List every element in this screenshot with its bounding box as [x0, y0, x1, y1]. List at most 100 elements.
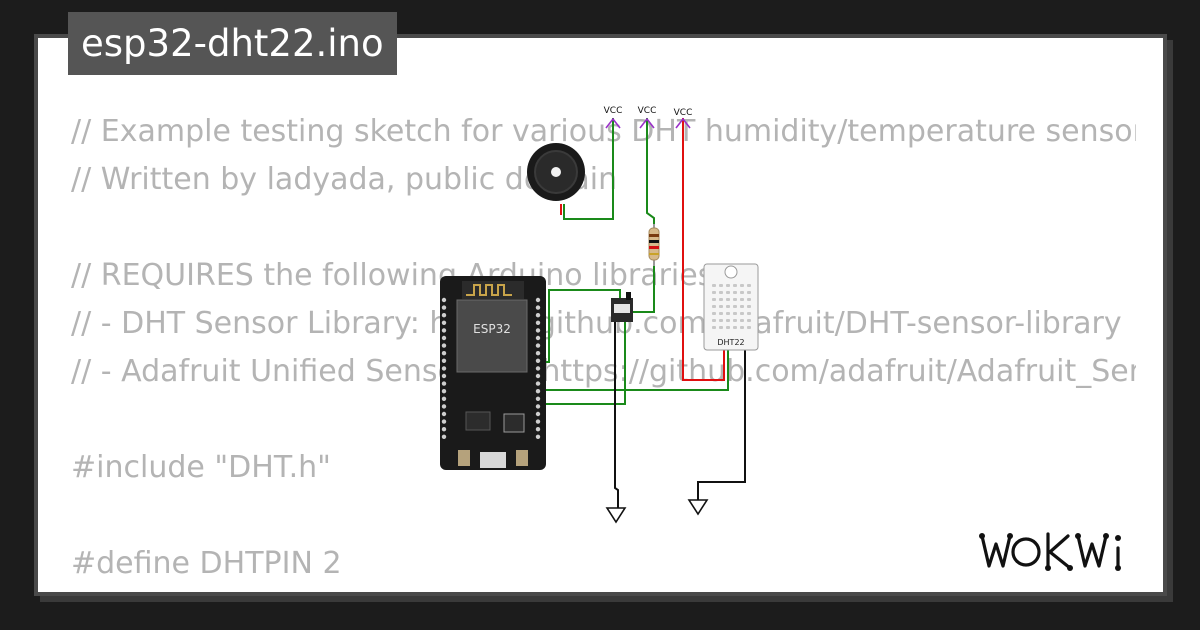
dht22-vent: [733, 284, 737, 287]
dht22-vent: [733, 291, 737, 294]
esp32-pin: [441, 427, 447, 432]
file-name-tab: esp32-dht22.ino: [68, 12, 397, 75]
wire-esp-switch: [541, 289, 621, 363]
dht22-vent: [740, 284, 744, 287]
dht22-vent: [719, 298, 723, 301]
esp32-pin: [535, 419, 541, 424]
dht22-vent: [726, 305, 730, 308]
dht22-vent: [726, 319, 730, 322]
dht22-vent: [726, 284, 730, 287]
dht22-vent: [712, 312, 716, 315]
dht22-vent: [740, 319, 744, 322]
dht22-vent: [719, 319, 723, 322]
dht22-vent: [733, 319, 737, 322]
dht22-vent: [733, 305, 737, 308]
dht22-vent: [747, 291, 751, 294]
dht22-vent: [733, 312, 737, 315]
vcc-arrow-2: [639, 117, 655, 129]
dht22-vent: [740, 305, 744, 308]
esp32-pin: [441, 351, 447, 356]
dht22-vent: [740, 298, 744, 301]
dht22-vent: [719, 312, 723, 315]
wokwi-logo: [978, 528, 1150, 580]
esp32-pin: [535, 411, 541, 417]
esp32-pin: [535, 358, 541, 363]
vcc-label-2: VCC: [638, 106, 657, 116]
dht22-vent: [712, 319, 716, 322]
dht22-vent: [740, 326, 744, 329]
dht22-vent: [726, 312, 730, 315]
esp32-pin: [441, 366, 447, 371]
buzzer: [527, 143, 585, 201]
ground-symbol-1: [605, 507, 627, 524]
vcc-label-3: VCC: [674, 108, 693, 118]
wire-buzzer-vcc: [563, 118, 614, 220]
esp32-pin: [441, 320, 447, 325]
resistor: [648, 224, 660, 266]
wire-switch-gnd: [614, 320, 619, 508]
wire-vcc-resistor: [646, 118, 655, 228]
code-line: // REQUIRES the following Arduino librar…: [71, 258, 724, 293]
dht22-vent: [747, 305, 751, 308]
preview-card: [34, 34, 1167, 596]
esp32-pin: [441, 411, 447, 417]
dht22-sensor: DHT22: [703, 263, 759, 351]
esp32-pin: [441, 389, 447, 394]
wire-esp-dht-data: [541, 350, 729, 391]
dht22-vent: [712, 326, 716, 329]
dht22-vent: [719, 284, 723, 287]
esp32-pin: [535, 343, 541, 348]
ground-symbol-2: [687, 499, 709, 516]
dht22-vent: [719, 305, 723, 308]
esp32-pin: [441, 358, 447, 363]
esp32-pin: [441, 313, 447, 318]
esp32-pin: [441, 373, 447, 379]
esp32-label: ESP32: [473, 322, 511, 336]
esp32-pin: [441, 396, 447, 401]
esp32-pin: [535, 373, 541, 379]
vcc-arrow-3: [675, 117, 691, 129]
dht22-vent: [712, 298, 716, 301]
code-line: #include "DHT.h": [71, 450, 331, 485]
esp32-board: ESP32: [440, 276, 546, 470]
vcc-arrow-1: [605, 117, 621, 129]
esp32-pin: [535, 434, 541, 439]
dht22-vent: [747, 312, 751, 315]
dht22-vent: [747, 319, 751, 322]
dht22-label: DHT22: [717, 338, 744, 347]
esp32-pin: [441, 419, 447, 424]
esp32-pin: [535, 313, 541, 318]
slide-switch: [611, 292, 633, 322]
dht22-vent: [747, 326, 751, 329]
wire-dht-gnd: [697, 348, 746, 500]
code-line: #define DHTPIN 2: [71, 546, 342, 581]
esp32-pin: [535, 351, 541, 356]
dht22-vent: [712, 291, 716, 294]
esp32-pin: [535, 305, 541, 310]
dht22-vent: [740, 312, 744, 315]
esp32-pin: [441, 328, 447, 333]
wire-vcc-dht: [682, 118, 725, 381]
esp32-pin: [441, 434, 447, 439]
wire-resistor-switch: [632, 262, 655, 313]
wokwi-logo-mark: [979, 532, 1121, 571]
dht22-vent: [726, 298, 730, 301]
esp32-pin: [535, 389, 541, 394]
esp32-pin: [441, 381, 447, 386]
dht22-vent: [719, 326, 723, 329]
dht22-vent: [740, 291, 744, 294]
esp32-pin: [535, 366, 541, 371]
dht22-vent: [733, 326, 737, 329]
vcc-label-1: VCC: [604, 106, 623, 116]
dht22-vent: [719, 291, 723, 294]
dht22-vent: [726, 326, 730, 329]
wire-esp-switch-b: [541, 320, 626, 405]
esp32-pin: [441, 404, 447, 409]
esp32-pin: [535, 404, 541, 409]
esp32-pin: [535, 396, 541, 401]
esp32-pin: [535, 427, 541, 432]
dht22-vent: [747, 284, 751, 287]
ground-symbols: [605, 499, 709, 524]
dht22-vent: [726, 291, 730, 294]
